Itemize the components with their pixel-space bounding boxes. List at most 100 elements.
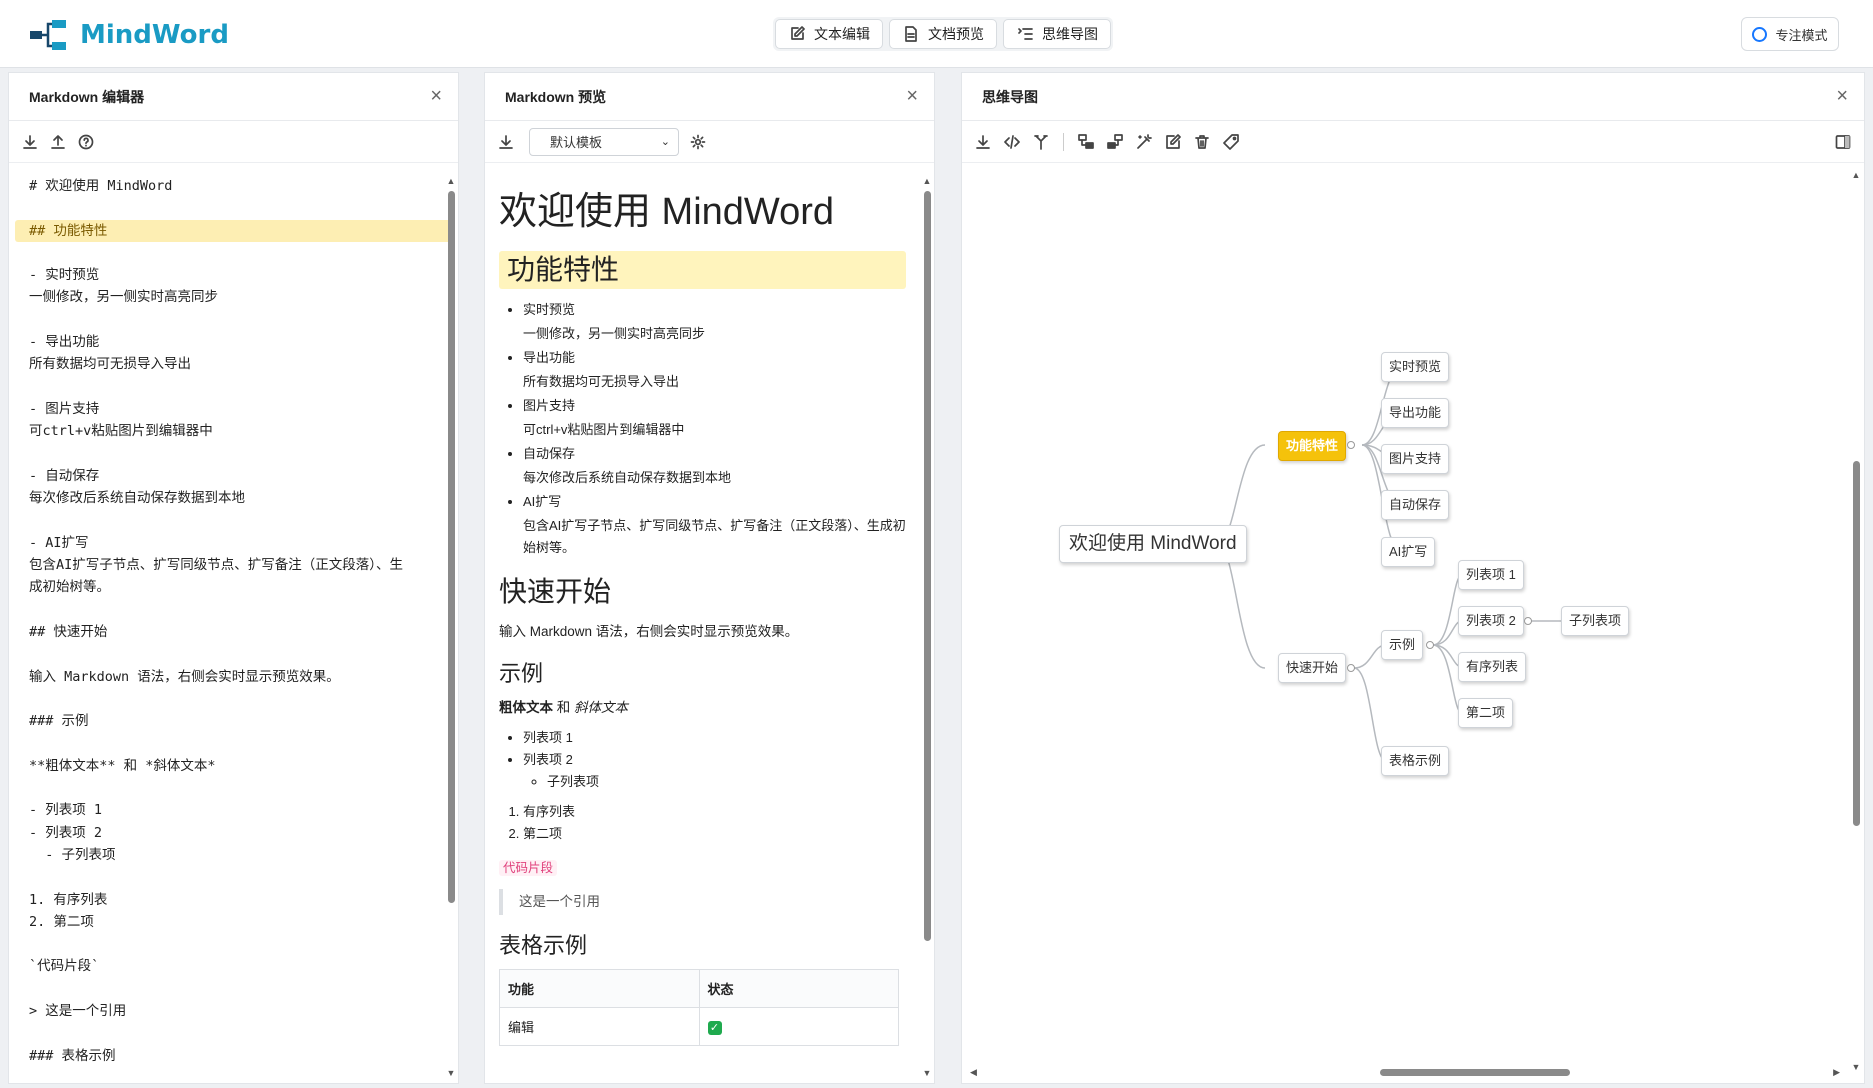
branch-icon[interactable] [1032, 133, 1050, 151]
collapse-toggle[interactable] [1426, 641, 1434, 649]
mindmap-v-scrollbar[interactable]: ▲ ▼ [1851, 170, 1861, 1072]
mindmap-node[interactable]: 表格示例 [1381, 746, 1450, 776]
close-icon[interactable]: × [906, 85, 918, 107]
editor-line[interactable] [29, 376, 444, 398]
scroll-down-icon[interactable]: ▼ [446, 1068, 456, 1078]
editor-line[interactable]: 一侧修改，另一侧实时高亮同步 [29, 289, 218, 306]
editor-line[interactable]: 成初始树等。 [29, 579, 110, 596]
mindmap-node[interactable]: 列表项 2 [1458, 606, 1524, 636]
scrollbar-thumb[interactable] [1853, 461, 1860, 826]
editor-line[interactable]: ### 示例 [29, 713, 89, 730]
editor-line[interactable]: 所有数据均可无损导入导出 [29, 356, 191, 373]
editor-line[interactable] [29, 509, 444, 531]
download-icon[interactable] [497, 133, 515, 151]
download-icon[interactable] [974, 133, 992, 151]
add-child-node-icon[interactable] [1077, 133, 1095, 151]
mindmap-node[interactable]: 图片支持 [1381, 444, 1450, 474]
editor-line[interactable]: 2. 第二项 [29, 913, 94, 930]
scroll-left-icon[interactable]: ◀ [970, 1067, 977, 1077]
collapse-toggle[interactable] [1347, 441, 1355, 449]
editor-line[interactable]: `代码片段` [29, 958, 100, 975]
collapse-toggle[interactable] [1347, 664, 1355, 672]
editor-line[interactable]: - 子列表项 [29, 846, 116, 863]
scrollbar-thumb[interactable] [924, 191, 931, 941]
download-icon[interactable] [21, 133, 39, 151]
mindmap-node[interactable]: 导出功能 [1381, 398, 1450, 428]
scroll-down-icon[interactable]: ▼ [922, 1068, 932, 1078]
editor-line[interactable]: ## 功能特性 [15, 219, 453, 242]
editor-line[interactable]: # 欢迎使用 MindWord [29, 178, 173, 194]
mindmap-h-scrollbar[interactable]: ◀ ▶ [970, 1067, 1840, 1077]
editor-line[interactable]: - AI扩写 [29, 534, 89, 551]
editor-line[interactable]: **粗体文本** 和 *斜体文本* [29, 757, 216, 774]
editor-line[interactable]: ### 表格示例 [29, 1047, 116, 1064]
scrollbar-thumb[interactable] [448, 191, 455, 903]
mindmap-node[interactable]: 列表项 1 [1458, 560, 1524, 590]
editor-line[interactable]: - 自动保存 [29, 467, 100, 484]
preview-scrollbar[interactable]: ▲ ▼ [922, 176, 932, 1078]
editor-line[interactable] [29, 978, 444, 1000]
editor-line[interactable] [29, 242, 444, 264]
mindmap-node[interactable]: 有序列表 [1458, 652, 1527, 682]
add-sibling-node-icon[interactable] [1106, 133, 1124, 151]
editor-line[interactable]: 可ctrl+v粘贴图片到编辑器中 [29, 423, 213, 440]
help-icon[interactable] [77, 133, 95, 151]
gear-icon[interactable] [689, 133, 707, 151]
editor-line[interactable]: - 图片支持 [29, 400, 100, 417]
magic-wand-icon[interactable] [1135, 133, 1153, 151]
mindmap-node-quickstart[interactable]: 快速开始 [1278, 653, 1347, 683]
collapse-toggle[interactable] [1524, 617, 1532, 625]
mindmap-node[interactable]: 子列表项 [1561, 606, 1630, 636]
editor-scrollbar[interactable]: ▲ ▼ [446, 176, 456, 1078]
upload-icon[interactable] [49, 133, 67, 151]
mode-mindmap-button[interactable]: 思维导图 [1003, 19, 1111, 49]
scroll-down-icon[interactable]: ▼ [1851, 1062, 1861, 1072]
scrollbar-thumb[interactable] [1380, 1069, 1570, 1076]
trash-icon[interactable] [1193, 133, 1211, 151]
editor-line[interactable] [29, 443, 444, 465]
editor-line[interactable]: - 列表项 1 [29, 802, 103, 819]
mindmap-canvas[interactable]: 欢迎使用 MindWord 功能特性 实时预览 导出功能 图片支持 自动保存 A… [962, 165, 1864, 1083]
mode-text-edit-button[interactable]: 文本编辑 [775, 19, 883, 49]
editor-line[interactable]: 1. 有序列表 [29, 891, 108, 908]
mindmap-node[interactable]: 实时预览 [1381, 352, 1450, 382]
edit-note-icon[interactable] [1164, 133, 1182, 151]
scroll-right-icon[interactable]: ▶ [1833, 1067, 1840, 1077]
app-logo[interactable]: MindWord [30, 20, 229, 50]
close-icon[interactable]: × [1836, 85, 1848, 107]
editor-line[interactable] [29, 732, 444, 754]
editor-line[interactable]: 每次修改后系统自动保存数据到本地 [29, 490, 245, 507]
template-select[interactable]: 默认模板 ⌄ [529, 127, 679, 156]
mindmap-node[interactable]: 第二项 [1458, 698, 1514, 728]
mindmap-node[interactable]: 自动保存 [1381, 490, 1450, 520]
markdown-editor[interactable]: # 欢迎使用 MindWord ## 功能特性 - 实时预览一侧修改，另一侧实时高亮… [9, 165, 453, 1083]
editor-line[interactable]: 输入 Markdown 语法，右侧会实时显示预览效果。 [29, 668, 340, 685]
scroll-up-icon[interactable]: ▲ [922, 176, 932, 186]
focus-mode-button[interactable]: 专注模式 [1741, 17, 1839, 51]
code-icon[interactable] [1003, 133, 1021, 151]
editor-line[interactable]: - 导出功能 [29, 334, 100, 351]
mode-document-preview-button[interactable]: 文档预览 [889, 19, 997, 49]
editor-line[interactable] [29, 866, 444, 888]
editor-line[interactable] [29, 1022, 444, 1044]
mindmap-node-features[interactable]: 功能特性 [1278, 431, 1347, 461]
editor-line[interactable] [29, 599, 444, 621]
editor-line[interactable] [29, 933, 444, 955]
close-icon[interactable]: × [430, 85, 442, 107]
editor-line[interactable]: > 这是一个引用 [29, 1002, 127, 1019]
editor-line[interactable] [29, 688, 444, 710]
editor-line[interactable]: - 实时预览 [29, 267, 100, 284]
editor-line[interactable]: ## 快速开始 [29, 623, 108, 640]
editor-line[interactable] [29, 197, 444, 219]
editor-line[interactable]: 包含AI扩写子节点、扩写同级节点、扩写备注（正文段落）、生 [29, 557, 404, 574]
editor-line[interactable] [29, 643, 444, 665]
scroll-up-icon[interactable]: ▲ [446, 176, 456, 186]
scroll-up-icon[interactable]: ▲ [1851, 170, 1861, 180]
editor-line[interactable]: - 列表项 2 [29, 824, 103, 841]
mindmap-node-example[interactable]: 示例 [1381, 630, 1424, 660]
editor-line[interactable] [29, 777, 444, 799]
mindmap-root-node[interactable]: 欢迎使用 MindWord [1059, 525, 1247, 563]
mindmap-node[interactable]: AI扩写 [1381, 537, 1436, 567]
editor-line[interactable] [29, 309, 444, 331]
tag-icon[interactable] [1222, 133, 1240, 151]
